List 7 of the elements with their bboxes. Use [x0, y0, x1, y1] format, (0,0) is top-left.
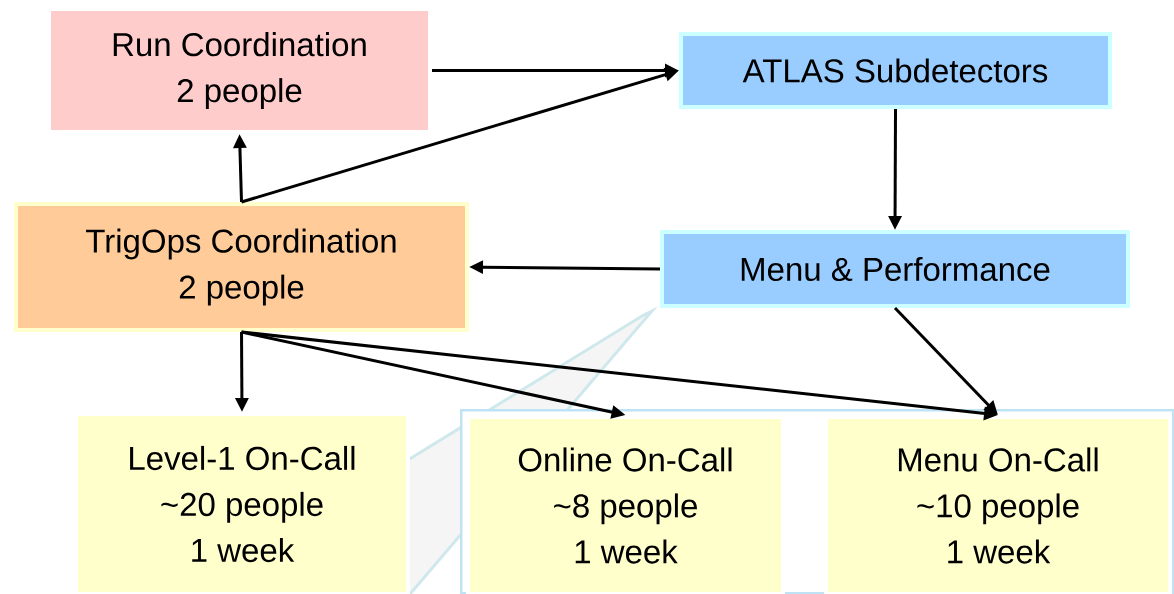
process-box: Menu & Performance — [660, 230, 1130, 308]
process-box: Level-1 On-Call ~20 people 1 week — [74, 412, 410, 594]
process-box: TrigOps Coordination 2 people — [14, 202, 469, 332]
process-box: Online On-Call ~8 people 1 week — [466, 415, 785, 594]
process-box: ATLAS Subdetectors — [679, 32, 1112, 109]
process-box: Menu On-Call ~10 people 1 week — [824, 415, 1172, 594]
process-box: Run Coordination 2 people — [47, 7, 432, 134]
